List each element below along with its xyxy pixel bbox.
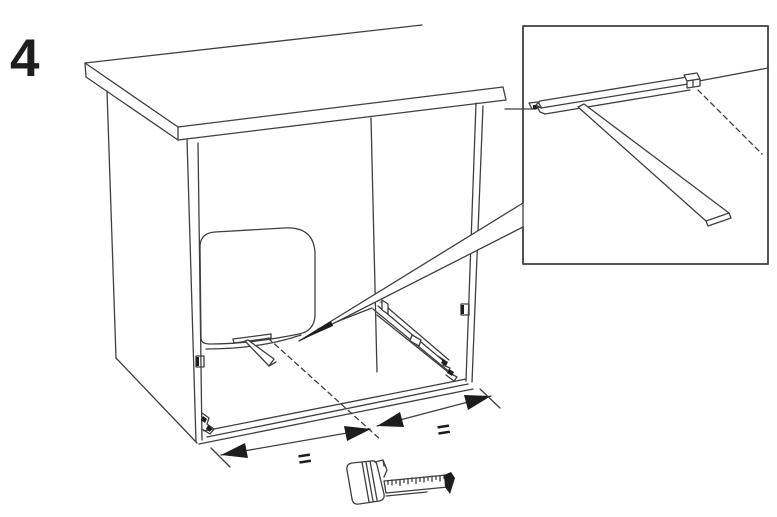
inset-border: [522, 25, 769, 265]
corner-bracket-nub-1: [201, 416, 207, 423]
bottom-panel: [198, 307, 474, 445]
tape-band-underside: [385, 491, 428, 497]
drawer-rail-right: [372, 299, 458, 382]
inset-center-rail: [535, 72, 732, 227]
left-panel-front-outer-edge: [186, 138, 197, 443]
center-rail-leg: [244, 339, 275, 367]
measuring-tape: [346, 459, 455, 505]
bottom-outer-edge: [198, 388, 474, 445]
bottom-front-top-edge: [203, 378, 467, 432]
drawer-rail-bracket-nub-2: [447, 369, 454, 376]
inset-rail-leg-cap: [705, 212, 732, 227]
center-rail-crossbar-bottom: [233, 337, 272, 344]
step-number-label: 4: [10, 29, 40, 88]
tape-exit-guide: [374, 459, 388, 478]
cam-lock-fitting-right: [460, 303, 470, 316]
drawer-rail-lower-edge: [376, 314, 449, 373]
cam-lock-right-core: [461, 305, 464, 314]
back-right-corner-edge: [370, 117, 378, 373]
tabletop-left-bottom-edge: [85, 76, 179, 141]
dimension-right-equal-label: =: [435, 415, 452, 443]
inset-cam-core: [533, 105, 537, 109]
drawer-rail-middle-clip: [409, 334, 422, 347]
callout-wedge-tip: [299, 321, 333, 341]
center-rail-leg-foot: [268, 361, 277, 367]
left-side-panel: [106, 90, 203, 444]
callout-wedge-outline: [298, 202, 524, 342]
dimension-right: =: [376, 388, 501, 443]
tape-tick-marks: [387, 474, 445, 487]
tabletop: [84, 24, 507, 141]
inset-crossbar-top-edge: [539, 76, 688, 102]
center-rail-crossbar-top: [232, 333, 272, 340]
callout-wedge: [298, 202, 524, 342]
center-rail-crossbar-caps: [232, 333, 272, 344]
corner-bracket: [201, 412, 215, 435]
tabletop-right-clip-edge: [502, 86, 507, 101]
inset-crossbar-left-cap: [535, 100, 546, 115]
drawer-rail-front-bracket: [437, 355, 458, 382]
dimension-right-arrowhead-left-icon: [377, 412, 404, 427]
inset-cam-fitting: [528, 101, 542, 110]
cabinet: [84, 24, 507, 445]
inset-floor-edge-right: [698, 67, 769, 82]
dimension-left-arrowhead-left-icon: [221, 443, 248, 458]
dimension-right-end-slash: [479, 388, 501, 409]
left-panel-back-edge: [106, 90, 117, 359]
drawer-rail-back-tab: [381, 299, 389, 315]
dimension-left-arrowhead-right-icon: [344, 426, 371, 441]
detail-inset: [504, 25, 769, 265]
center-rail: [232, 333, 277, 367]
tape-end-hook: [444, 472, 455, 494]
tabletop-front-top-edge: [177, 86, 504, 128]
curved-back-panel: [199, 227, 316, 350]
tabletop-left-edge: [84, 62, 179, 128]
dimension-lines: = =: [210, 388, 501, 472]
corner-bracket-nub-2: [206, 425, 212, 432]
inset-crossbar-mid-edge: [540, 83, 689, 109]
bottom-front-lower-edge: [206, 383, 469, 438]
left-panel-bottom-edge: [115, 357, 198, 444]
dimension-right-arrowhead-right-icon: [464, 395, 491, 410]
tape-roll-lines: [361, 460, 378, 503]
cam-lock-left-core: [196, 357, 199, 366]
drawer-rail-top-edge: [380, 301, 450, 361]
drawer-rail-bracket-nub-1: [441, 359, 448, 366]
corner-bracket-outline: [201, 412, 215, 435]
dimension-left-end-slash: [210, 447, 231, 468]
inset-crossbar-bottom-edge: [544, 89, 691, 115]
tabletop-left-corner-edge: [84, 62, 87, 78]
inset-dashed-line: [697, 89, 763, 155]
dimension-left-equal-label: =: [296, 444, 313, 472]
curved-panel-outline: [199, 227, 316, 345]
cam-lock-fitting-left: [195, 355, 205, 368]
inset-rail-leg: [577, 103, 730, 222]
center-dashed-line: [267, 337, 382, 441]
tabletop-front-bottom-edge: [177, 99, 507, 141]
step-number: 4: [10, 29, 40, 88]
tabletop-back-edge: [84, 24, 423, 64]
curved-panel-bottom-fold: [205, 334, 302, 350]
dimension-left: =: [210, 426, 371, 472]
